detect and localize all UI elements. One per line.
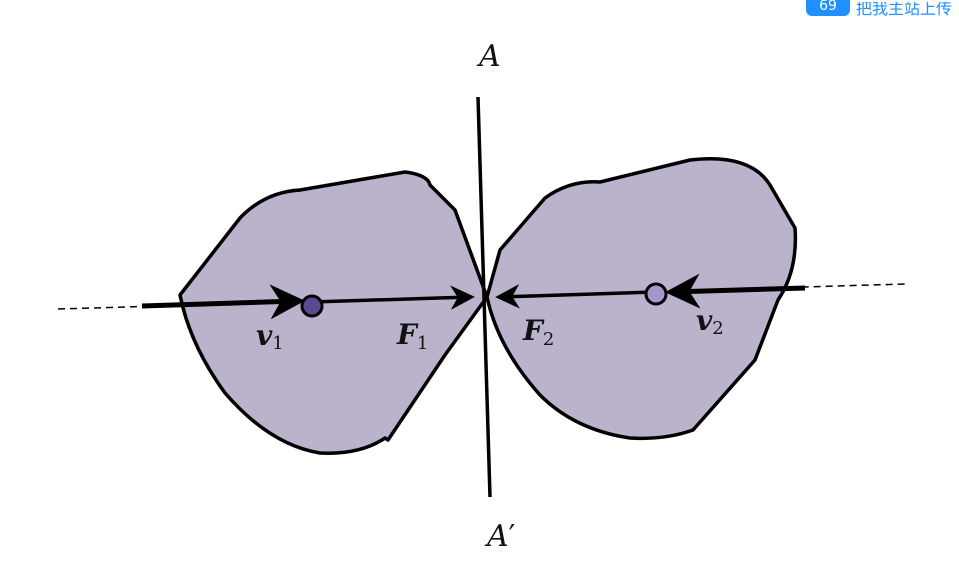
label-f1: F1 [396,318,428,354]
label-v1: v1 [256,319,284,354]
v1-arrow [141,284,305,320]
right-body [485,157,798,441]
f1-arrow [311,285,475,310]
f2-arrow [495,284,656,309]
left-body [178,170,489,455]
label-a: A [476,39,501,74]
label-f2: F2 [522,314,554,350]
label-a-prime: A′ [484,519,516,554]
app-logo-icon: 69 [806,0,850,16]
right-center [644,282,668,306]
upload-badge[interactable]: 69 把我主站上传 [806,0,959,16]
contact-line [476,96,492,498]
left-center [300,294,324,318]
label-v2: v2 [696,304,724,339]
v2-arrow [665,273,806,309]
badge-text: 把我主站上传 [856,2,953,16]
